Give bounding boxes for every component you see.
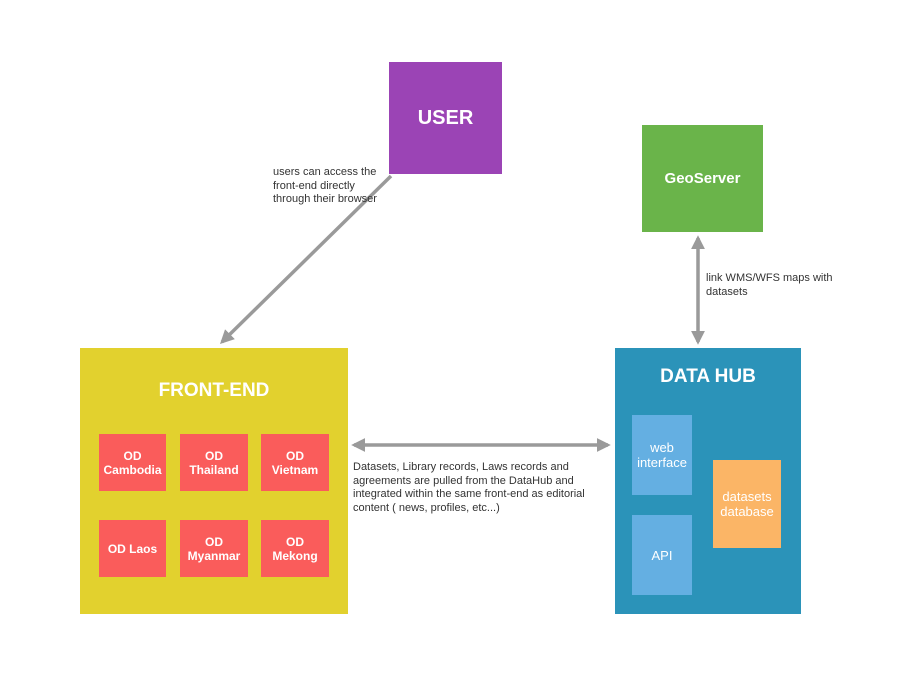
od-site-line1: OD	[123, 448, 142, 463]
user-to-frontend-arrow	[220, 174, 393, 344]
api-component: API	[632, 515, 692, 595]
od-site-line1: OD Laos	[107, 541, 158, 556]
datahub-title: DATA HUB	[660, 366, 756, 387]
od-site-line1: OD	[205, 448, 223, 463]
od-site-laos: OD Laos	[99, 520, 166, 577]
api-label: API	[651, 547, 673, 563]
geoserver-link-note: link WMS/WFS maps with datasets	[706, 272, 833, 298]
od-site-line2: Cambodia	[103, 462, 162, 477]
od-site-line2: Myanmar	[187, 548, 241, 563]
geoserver-label: GeoServer	[664, 170, 741, 187]
datasets-database-component: datasets database	[713, 460, 781, 548]
datasets-database-label: datasets database	[720, 489, 774, 519]
datahub-node: DATA HUB web interface API datasets data…	[615, 348, 801, 614]
od-site-line2: Mekong	[272, 548, 318, 563]
od-site-line1: OD	[286, 534, 304, 549]
web-interface-component: web interface	[632, 415, 692, 495]
od-site-line2: Thailand	[189, 462, 239, 477]
od-site-line1: OD	[205, 534, 223, 549]
frontend-title: FRONT-END	[158, 380, 270, 401]
user-access-note: users can access the front-end directly …	[273, 166, 377, 205]
datahub-pull-note: Datasets, Library records, Laws records …	[353, 461, 585, 514]
web-interface-label: web interface	[637, 440, 687, 470]
user-node: USER	[389, 62, 502, 174]
user-label: USER	[417, 106, 474, 129]
od-site-line1: OD	[286, 448, 304, 463]
od-site-line2: Vietnam	[271, 462, 319, 477]
geoserver-node: GeoServer	[642, 125, 763, 232]
